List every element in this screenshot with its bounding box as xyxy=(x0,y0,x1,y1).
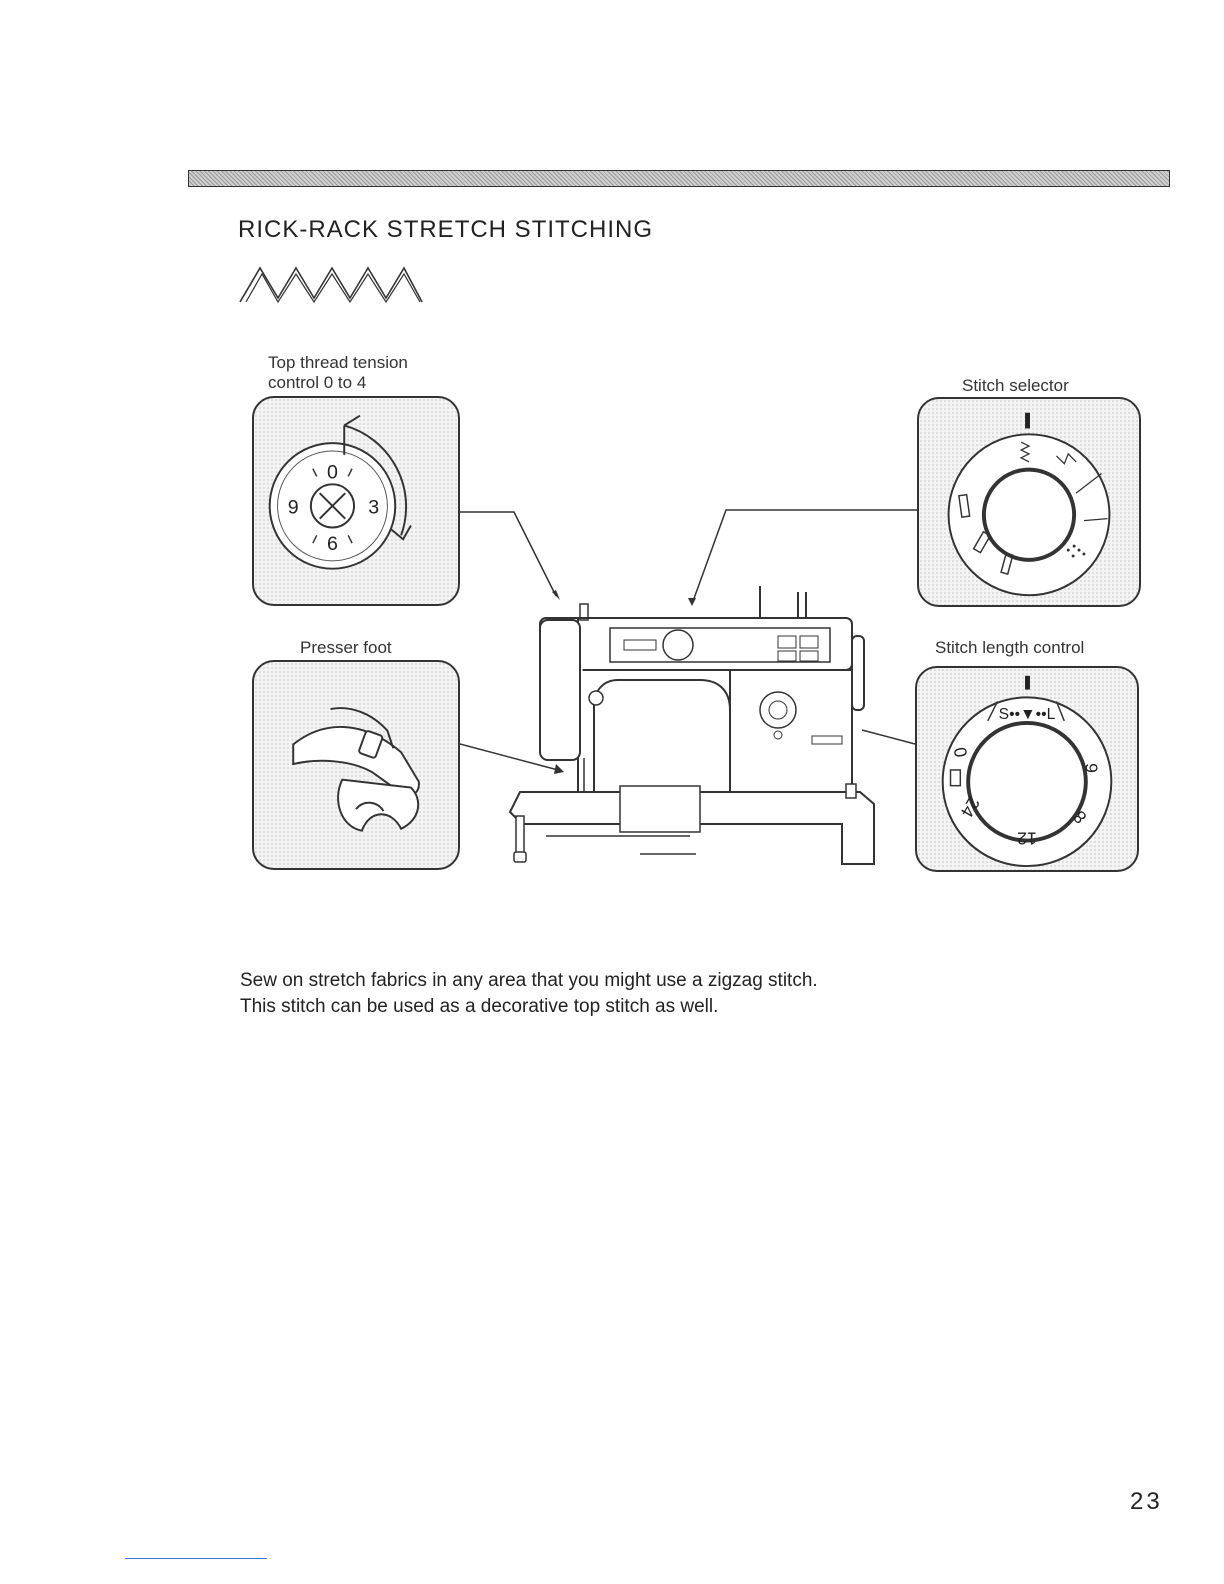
section-header-bar xyxy=(188,170,1170,187)
length-number-6: 6 xyxy=(1082,763,1102,773)
tension-number-3: 3 xyxy=(368,497,379,519)
sewing-machine-illustration xyxy=(460,500,920,872)
presser-foot-illustration xyxy=(254,662,458,868)
length-top-marks: S••▼••L xyxy=(999,706,1056,723)
tension-number-0: 0 xyxy=(327,461,338,483)
tension-dial-illustration: 0 3 6 9 xyxy=(254,398,458,604)
rick-rack-stitch-icon xyxy=(238,262,424,306)
footer-rule xyxy=(125,1558,267,1559)
tension-control-label: Top thread tension control 0 to 4 xyxy=(268,353,408,393)
stitch-length-illustration: S••▼••L 0 6 8 12 24 xyxy=(917,668,1137,870)
body-text: Sew on stretch fabrics in any area that … xyxy=(240,968,818,1020)
page-number: 23 xyxy=(1130,1488,1163,1516)
stitch-selector-panel xyxy=(917,397,1141,607)
stitch-selector-illustration xyxy=(919,399,1139,605)
tension-dial-panel: 0 3 6 9 xyxy=(252,396,460,606)
body-line-1: Sew on stretch fabrics in any area that … xyxy=(240,968,818,994)
tension-label-line2: control 0 to 4 xyxy=(268,373,408,393)
presser-foot-label: Presser foot xyxy=(300,638,392,658)
length-number-12: 12 xyxy=(1017,829,1037,849)
tension-number-9: 9 xyxy=(288,497,299,519)
tension-number-6: 6 xyxy=(327,533,338,555)
stitch-length-label: Stitch length control xyxy=(935,638,1084,658)
presser-foot-panel xyxy=(252,660,460,870)
tension-label-line1: Top thread tension xyxy=(268,353,408,373)
page-title: RICK-RACK STRETCH STITCHING xyxy=(238,216,653,244)
stitch-selector-label: Stitch selector xyxy=(962,376,1069,396)
body-line-2: This stitch can be used as a decorative … xyxy=(240,994,818,1020)
machine-body xyxy=(510,586,874,864)
stitch-length-panel: S••▼••L 0 6 8 12 24 xyxy=(915,666,1139,872)
